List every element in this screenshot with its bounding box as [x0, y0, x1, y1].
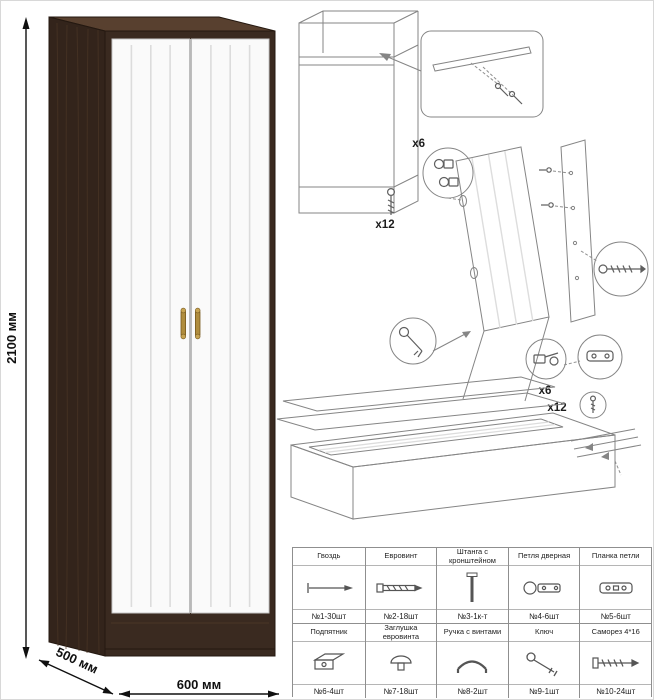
part-cell-handle: Ручка с винтами №8-2шт — [436, 623, 508, 698]
part-cell-cap: Заглушка евровинта №7-18шт — [364, 623, 437, 698]
hinge-callout — [422, 147, 474, 201]
part-cell-key: Ключ №9-1шт — [507, 623, 580, 698]
parts-table: Гвоздь №1-30шт Евровинт — [292, 547, 652, 698]
part-name: Евровинт — [365, 548, 437, 566]
shelf-screws-count: x12 — [375, 219, 394, 231]
cap-icon — [366, 642, 437, 684]
part-name: Ключ — [508, 624, 580, 642]
dimension-width: 600 мм — [119, 677, 279, 698]
wood-grain — [56, 22, 100, 655]
wardrobe-doors — [111, 38, 270, 614]
handle-icon — [437, 642, 508, 684]
part-name: Штанга с кронштейном — [437, 548, 508, 566]
rail-screw-icon — [494, 82, 523, 105]
part-qty: №3-1к-т — [437, 609, 508, 623]
part-qty: №2-18шт — [365, 609, 437, 623]
dimension-height: 2100 мм — [4, 17, 30, 659]
part-cell-rod: Штанга с кронштейном №3-1к-т — [436, 548, 508, 623]
euroscrew-callout — [580, 241, 649, 297]
nail-icon — [293, 566, 365, 609]
screw-icon — [580, 642, 651, 684]
side-panel-diagram — [539, 139, 596, 323]
rod-icon — [437, 566, 508, 609]
part-cell-nail: Гвоздь №1-30шт — [293, 548, 365, 623]
part-qty: №7-18шт — [365, 684, 437, 698]
hinge-plate-count: x6 — [539, 385, 552, 397]
part-name: Ручка с винтами — [437, 624, 508, 642]
part-cell-hinge-plate: Планка петли №5-6шт — [579, 548, 651, 623]
part-name: Гвоздь — [293, 548, 365, 566]
door-diagram — [455, 146, 550, 402]
part-qty: №5-6шт — [580, 609, 651, 623]
key-icon — [509, 642, 580, 684]
part-qty: №8-2шт — [437, 684, 508, 698]
door-hinge-icon — [509, 566, 580, 609]
door-hinges-count: x6 — [412, 138, 425, 150]
part-qty: №1-30шт — [293, 609, 365, 623]
height-dimension-label: 2100 мм — [4, 312, 19, 364]
part-name: Подпятник — [293, 624, 365, 642]
part-name: Планка петли — [580, 548, 651, 566]
width-dimension-label: 600 мм — [177, 677, 222, 692]
door-handles — [180, 307, 201, 340]
hinge-plate-detail — [525, 334, 623, 419]
rail-callout-box — [379, 30, 544, 118]
part-cell-euroscrew: Евровинт №2-18шт — [364, 548, 437, 623]
foot-icon — [293, 642, 365, 684]
carcass-screw-icon — [387, 188, 396, 215]
carcass-diagram — [298, 10, 419, 214]
hinge-plate-icon — [580, 566, 651, 609]
edge-detail — [570, 428, 642, 476]
key-callout — [389, 317, 471, 365]
part-name: Саморез 4*16 — [580, 624, 651, 642]
part-cell-foot: Подпятник №6-4шт — [293, 623, 365, 698]
part-qty: №9-1шт — [508, 684, 580, 698]
part-cell-door-hinge: Петля дверная №4-6шт — [507, 548, 580, 623]
flatpack-diagram — [276, 376, 616, 520]
part-name: Петля дверная — [508, 548, 580, 566]
part-cell-screw: Саморез 4*16 №10-24шт — [579, 623, 651, 698]
wardrobe-illustration — [48, 16, 276, 657]
part-name: Заглушка евровинта — [365, 624, 437, 642]
part-qty: №10-24шт — [580, 684, 651, 698]
euroscrew-icon — [366, 566, 437, 609]
part-qty: №6-4шт — [293, 684, 365, 698]
part-qty: №4-6шт — [508, 609, 580, 623]
